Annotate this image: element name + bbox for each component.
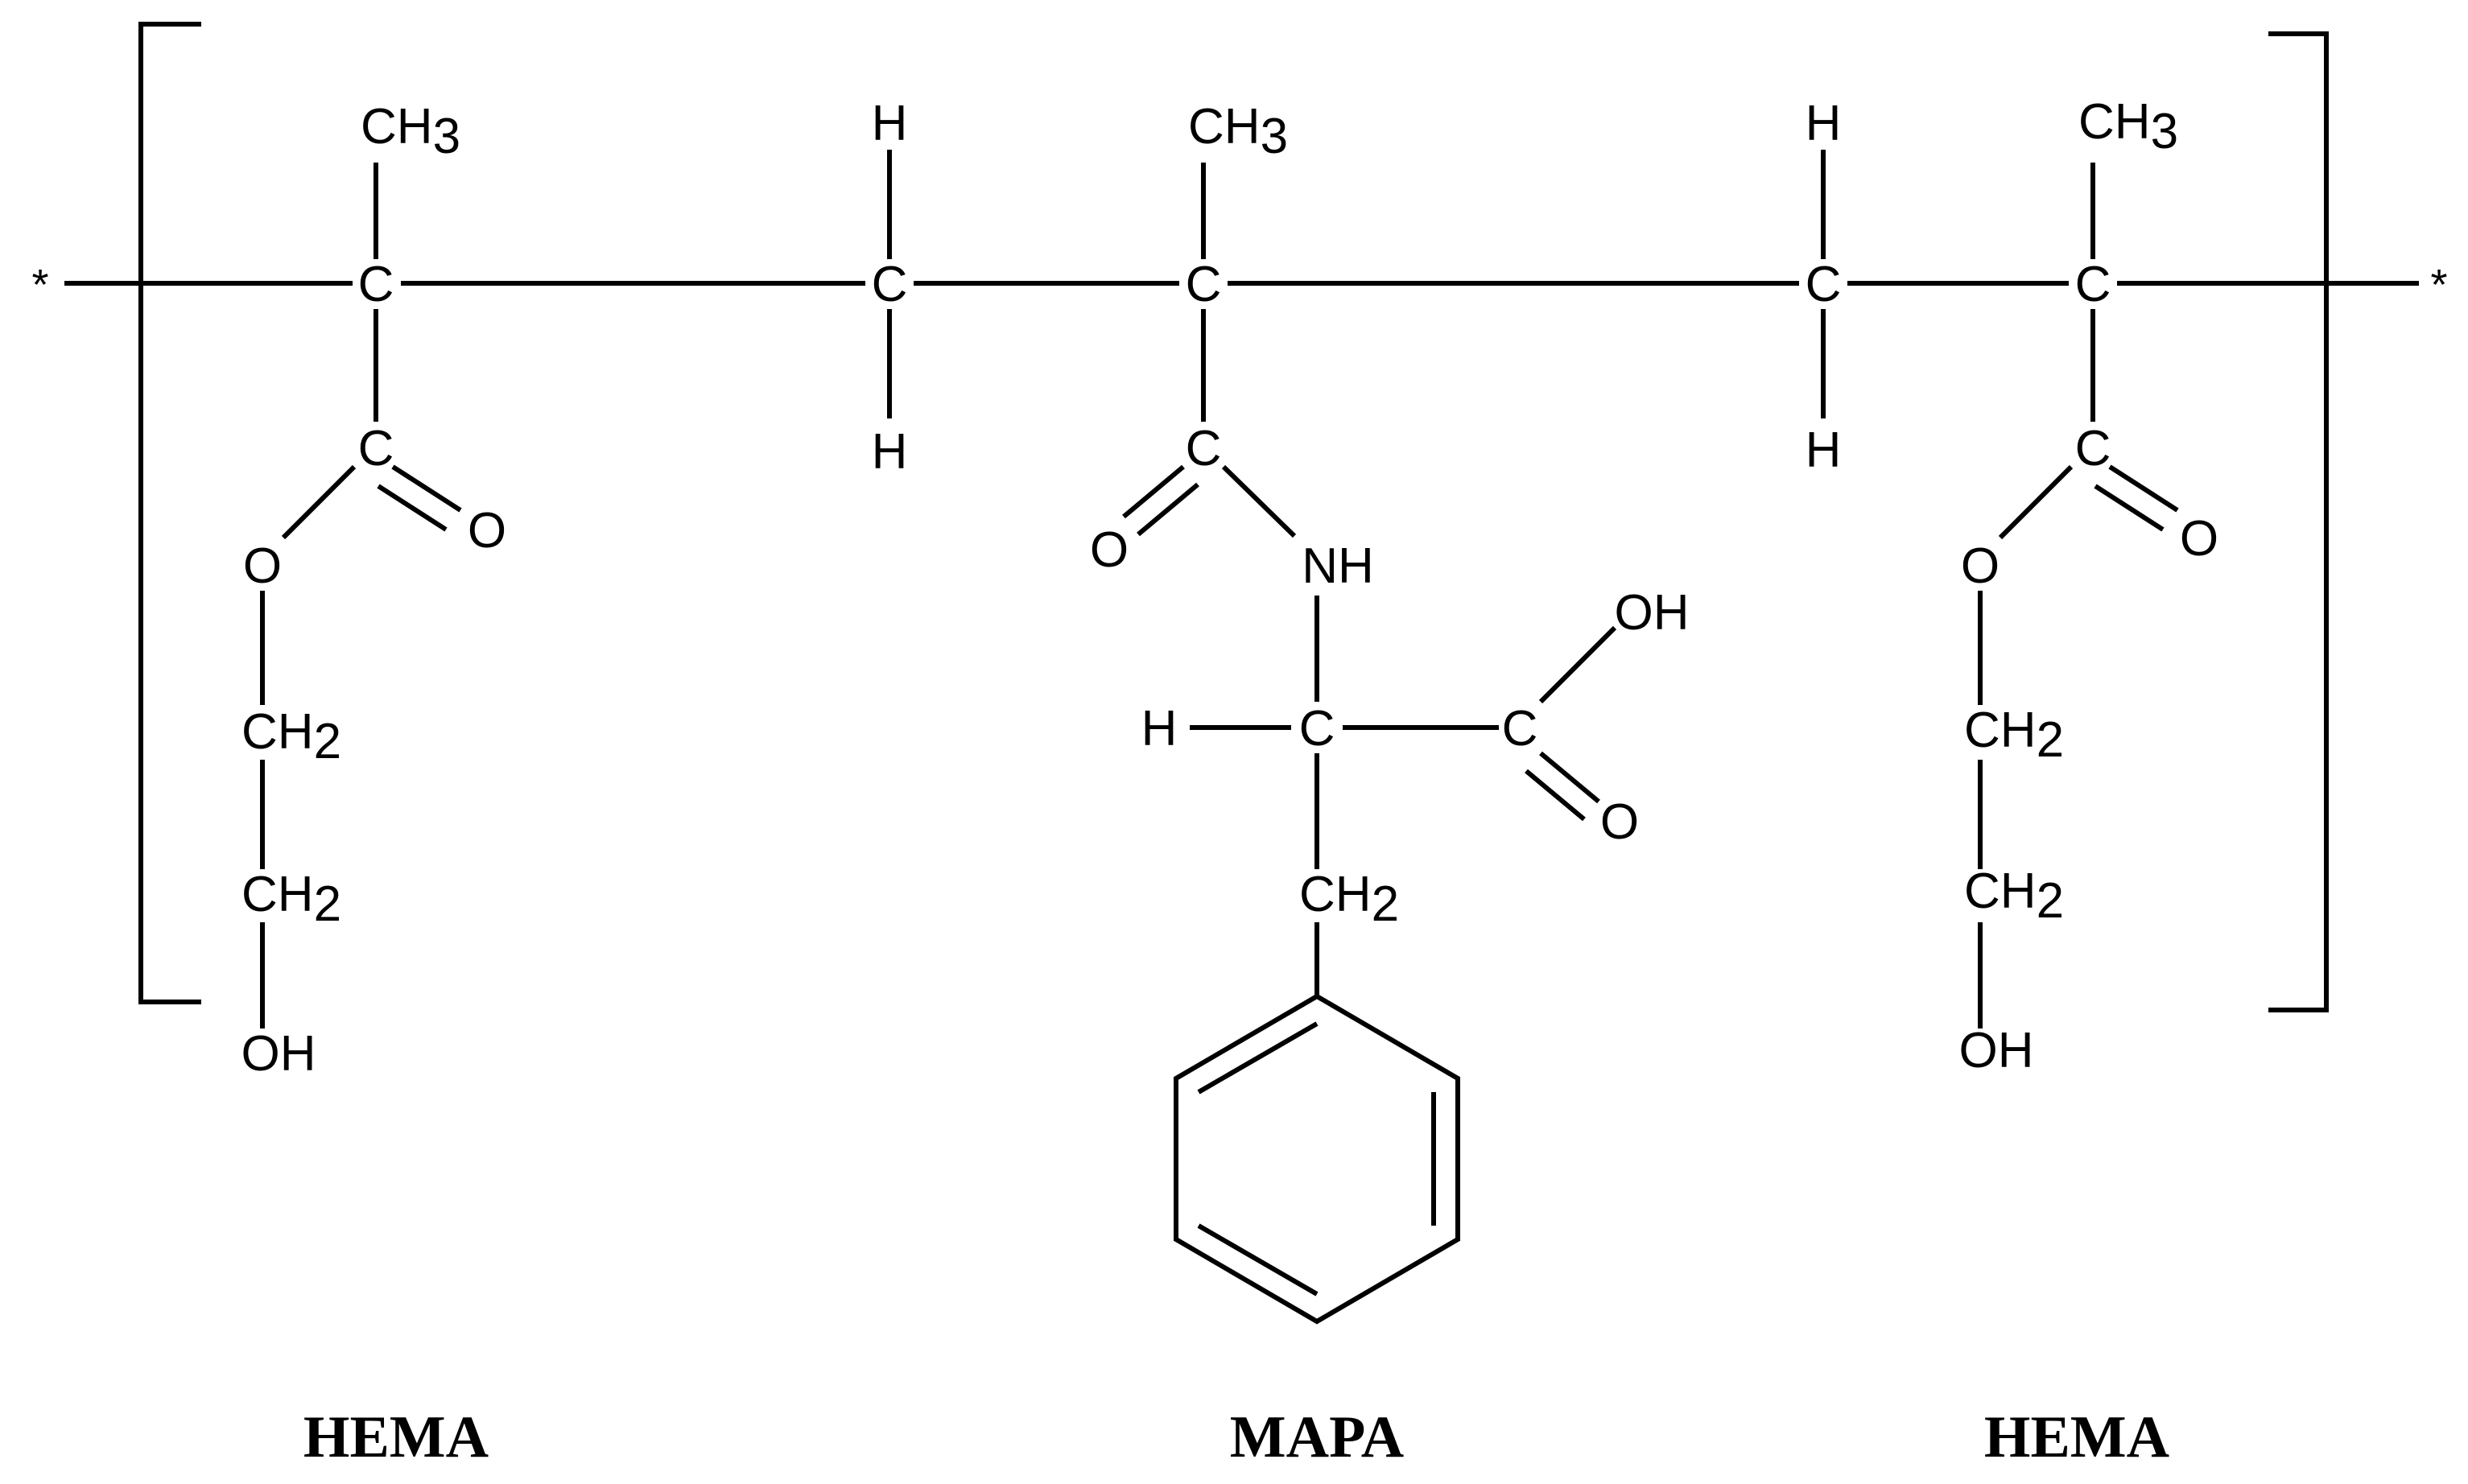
unit-label-hema-right: HEMA [1984,1404,2169,1470]
hema-left-methylene-1: CH2 [241,704,341,769]
hema-left-hydroxyl: OH [241,1026,316,1082]
mapa-methyl: CH3 [1188,99,1288,164]
left-bracket [138,22,201,1004]
hema-left-backbone-carbon: C [358,257,394,312]
mapa-backbone-carbon: C [1186,257,1222,312]
methylene-2-top-h: H [1806,96,1842,151]
mapa-amide-carbon: C [1186,421,1222,476]
mapa-benzyl-methylene: CH2 [1299,867,1399,932]
mapa-carboxyl-carbon: C [1502,701,1538,756]
hema-left-carbonyl-carbon: C [358,421,394,476]
right-end-group: * [2430,261,2447,309]
hema-right-bonds [1978,163,2179,1028]
unit-label-hema-left: HEMA [303,1404,489,1470]
mapa-carboxyl-oxygen: O [1600,794,1639,850]
mapa-bonds [1122,163,1617,996]
hema-left-ester-oxygen: O [243,538,282,594]
hema-left-methylene-2: CH2 [241,867,341,932]
phenyl-ring [1174,993,1460,1325]
methylene-2-carbon: C [1806,257,1842,312]
mapa-alpha-h: H [1141,701,1178,756]
hema-right-hydroxyl: OH [1959,1023,2034,1078]
hema-left-bonds [260,163,462,1028]
methylene-1-carbon: C [872,257,908,312]
mapa-amide-oxygen: O [1090,522,1129,578]
hema-left-carbonyl-oxygen: O [468,503,506,559]
left-end-group: * [31,261,48,309]
methylene-1-bottom-h: H [872,424,908,480]
unit-label-mapa: MAPA [1230,1404,1404,1470]
mapa-amide-nh: NH [1302,538,1374,594]
hema-right-backbone-carbon: C [2075,257,2111,312]
hema-right-methylene-2: CH2 [1964,864,2064,929]
hema-right-carbonyl-oxygen: O [2180,511,2218,567]
hema-right-methyl: CH3 [2078,94,2178,159]
hema-right-methylene-1: CH2 [1964,703,2064,768]
mapa-carboxyl-hydroxyl: OH [1615,585,1690,641]
methylene-1-top-h: H [872,96,908,151]
hema-right-ester-oxygen: O [1961,538,2000,594]
mapa-alpha-carbon: C [1299,701,1335,756]
methylene-2-bottom-h: H [1806,423,1842,478]
hema-left-methyl: CH3 [361,99,460,164]
hema-right-carbonyl-carbon: C [2075,421,2111,476]
right-bracket [2268,31,2329,1012]
